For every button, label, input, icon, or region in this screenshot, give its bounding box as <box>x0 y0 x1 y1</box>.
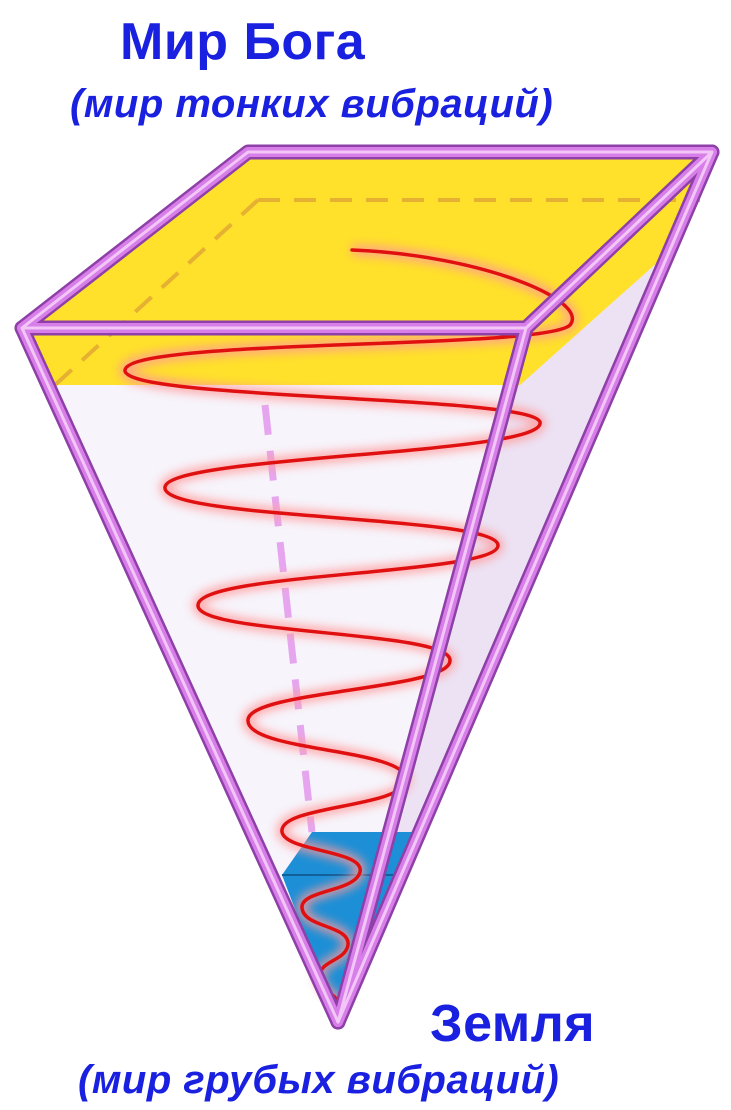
bottom-title: Земля <box>430 994 595 1054</box>
bottom-subtitle: (мир грубых вибраций) <box>78 1058 559 1103</box>
